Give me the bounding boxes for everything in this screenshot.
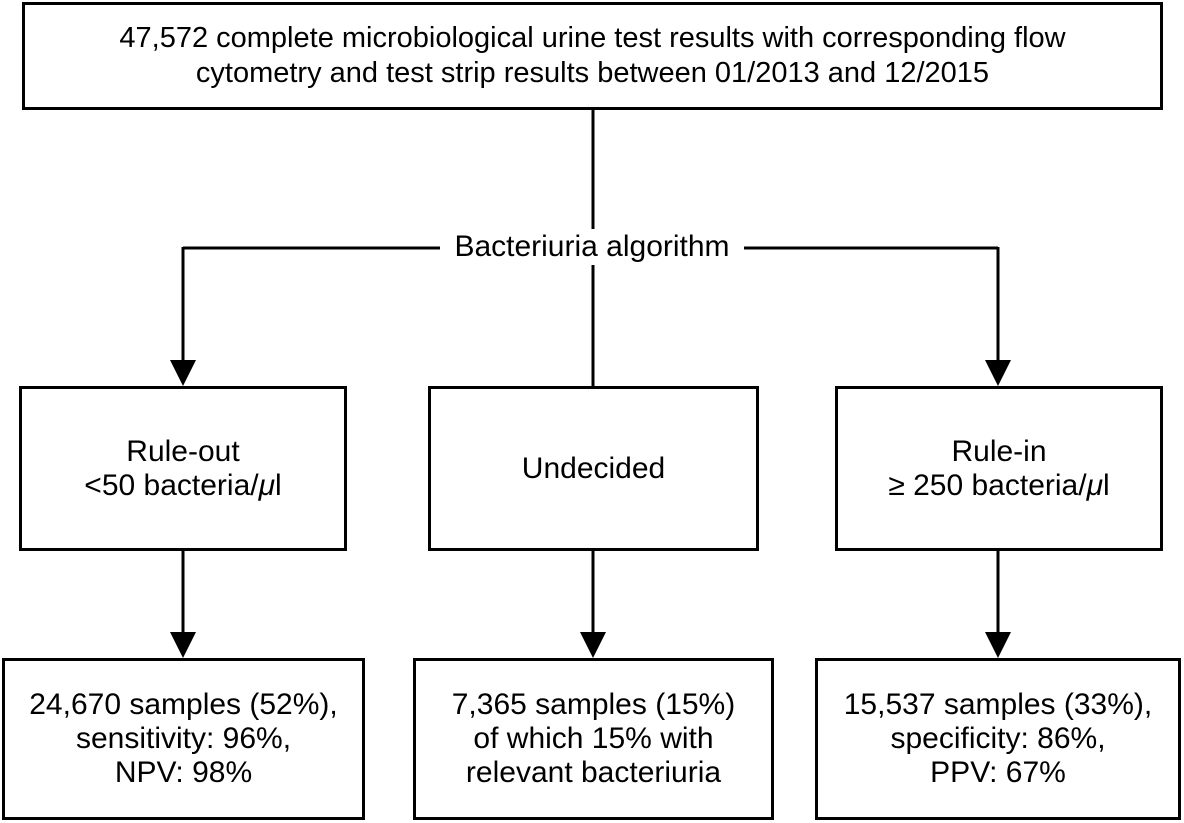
top-box-text: 47,572 complete microbiological urine te… <box>119 21 1065 91</box>
arrowhead-rule-out <box>170 360 196 386</box>
rule-in-box: Rule-in ≥ 250 bacteria/μl <box>835 386 1163 551</box>
result-right-line-3: PPV: 67% <box>930 756 1066 789</box>
undecided-text: Undecided <box>522 452 665 486</box>
top-box-line-2: cytometry and test strip results between… <box>195 57 990 89</box>
result-right-line-1: 15,537 samples (33%), <box>843 688 1153 721</box>
undecided-box: Undecided <box>428 386 759 551</box>
result-left-line-1: 24,670 samples (52%), <box>29 688 338 721</box>
arrowhead-result-left <box>170 632 196 658</box>
rule-out-threshold-prefix: <50 bacteria/ <box>84 468 259 502</box>
result-middle-box: 7,365 samples (15%) of which 15% with re… <box>413 658 774 820</box>
result-middle-line-2: of which 15% with <box>473 722 714 755</box>
rule-in-mu: μ <box>1086 468 1104 502</box>
result-left-text: 24,670 samples (52%), sensitivity: 96%, … <box>29 688 338 790</box>
result-right-box: 15,537 samples (33%), specificity: 86%, … <box>815 658 1181 820</box>
algorithm-label: Bacteriuria algorithm <box>440 229 744 265</box>
undecided-title: Undecided <box>521 451 666 485</box>
rule-out-title: Rule-out <box>126 434 240 468</box>
result-middle-line-1: 7,365 samples (15%) <box>451 688 736 721</box>
rule-in-threshold: ≥ 250 bacteria/μl <box>888 469 1109 503</box>
arrowhead-result-right <box>985 632 1011 658</box>
arrowhead-rule-in <box>985 360 1011 386</box>
rule-out-text: Rule-out <50 bacteria/μl <box>84 435 281 503</box>
rule-out-box: Rule-out <50 bacteria/μl <box>19 386 347 551</box>
result-left-box: 24,670 samples (52%), sensitivity: 96%, … <box>2 658 365 820</box>
result-middle-line-3: relevant bacteriuria <box>465 756 722 789</box>
result-right-line-2: specificity: 86%, <box>890 722 1106 755</box>
top-box: 47,572 complete microbiological urine te… <box>22 2 1163 110</box>
rule-in-unit: l <box>1103 468 1110 502</box>
rule-in-text: Rule-in ≥ 250 bacteria/μl <box>888 435 1109 503</box>
rule-out-mu: μ <box>258 468 276 502</box>
top-box-line-1: 47,572 complete microbiological urine te… <box>119 22 1066 54</box>
result-middle-text: 7,365 samples (15%) of which 15% with re… <box>452 688 735 790</box>
result-right-text: 15,537 samples (33%), specificity: 86%, … <box>844 688 1153 790</box>
result-left-line-3: NPV: 98% <box>114 756 253 789</box>
rule-out-threshold: <50 bacteria/μl <box>84 469 281 503</box>
arrowhead-result-middle <box>580 632 606 658</box>
rule-in-title: Rule-in <box>951 434 1047 468</box>
rule-in-threshold-prefix: ≥ 250 bacteria/ <box>888 468 1087 502</box>
result-left-line-2: sensitivity: 96%, <box>75 722 292 755</box>
rule-out-unit: l <box>275 468 282 502</box>
